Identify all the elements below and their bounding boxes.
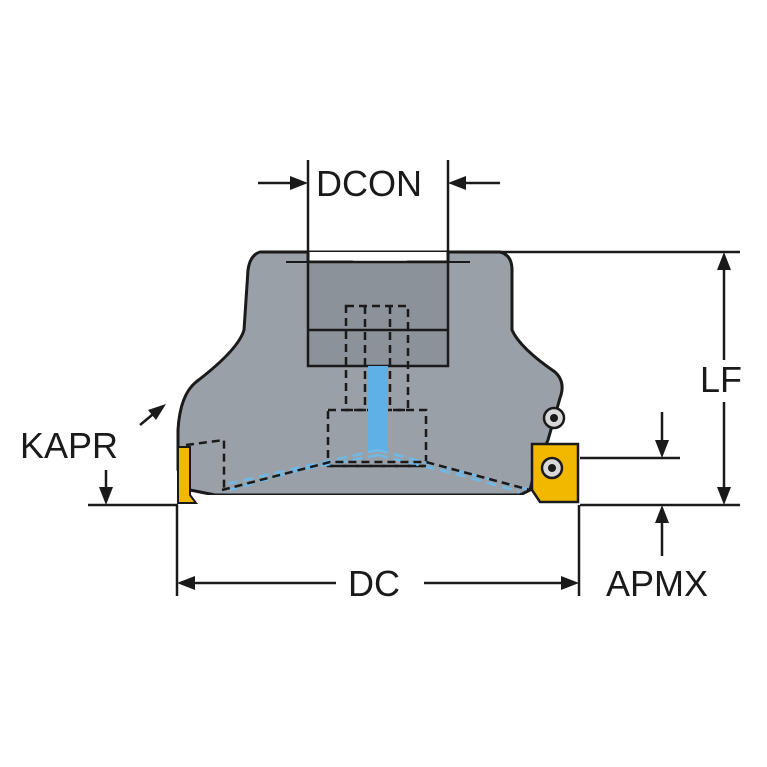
bore-outline — [306, 260, 450, 368]
kapr-dimension — [88, 404, 178, 507]
dcon-label: DCON — [316, 163, 422, 204]
insert-screw-socket — [548, 464, 556, 472]
dcon-dimension — [258, 160, 500, 252]
apmx-dimension — [580, 412, 680, 556]
left-insert — [177, 446, 198, 504]
flank-screw-socket — [550, 414, 558, 422]
cutter-bottom-face — [178, 495, 580, 505]
apmx-label: APMX — [606, 563, 709, 604]
dc-dimension — [175, 505, 581, 596]
kapr-label: KAPR — [20, 425, 119, 466]
lf-dimension — [500, 250, 740, 507]
dc-label: DC — [348, 563, 400, 604]
coolant-channel — [368, 366, 388, 452]
lf-label: LF — [700, 359, 743, 400]
hidden-lines-lower — [185, 438, 531, 492]
